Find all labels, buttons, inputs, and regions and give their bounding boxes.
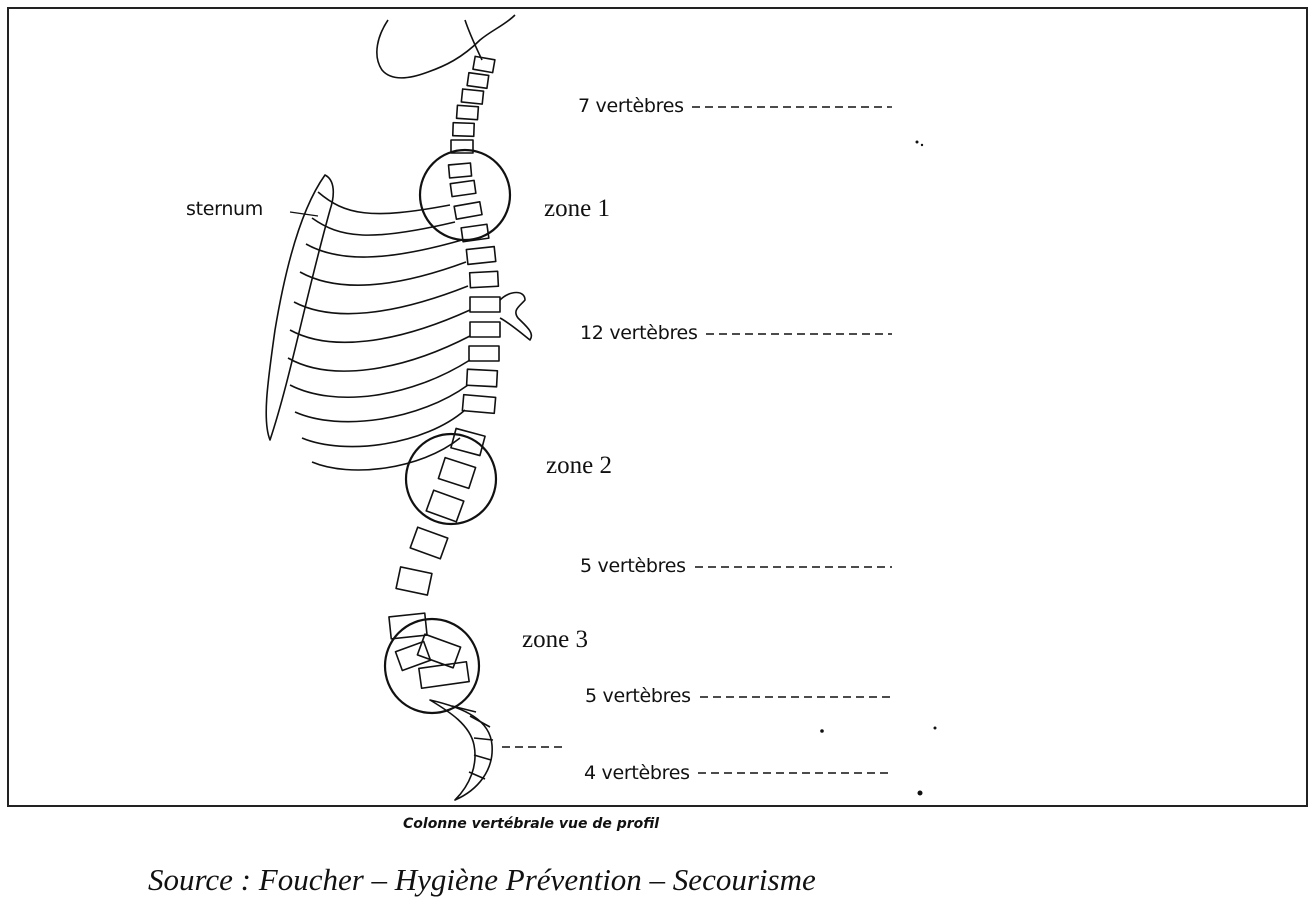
lumbar-vertebrae — [396, 428, 485, 595]
coccyx — [430, 700, 493, 800]
figure-caption: Colonne vertébrale vue de profil — [403, 816, 659, 832]
sternum-bone — [266, 175, 333, 440]
sternum-label: sternum — [186, 198, 263, 220]
skull-outline — [377, 15, 515, 78]
zone2-label: zone 2 — [546, 452, 612, 480]
sacrum — [389, 613, 469, 688]
zone3-label: zone 3 — [522, 626, 588, 654]
sacral-count-label: 5 vertèbres — [585, 685, 691, 707]
cervical-vertebrae — [451, 56, 495, 153]
lumbar-count-label: 5 vertèbres — [580, 555, 686, 577]
zone1-label: zone 1 — [544, 195, 610, 223]
thoracic-count-label: 12 vertèbres — [580, 322, 698, 344]
coccyx-count-label: 4 vertèbres — [584, 762, 690, 784]
thoracic-vertebrae — [449, 163, 500, 413]
transverse-process — [500, 293, 531, 341]
source-citation: Source : Foucher – Hygiène Prévention – … — [148, 862, 816, 898]
cervical-count-label: 7 vertèbres — [578, 95, 684, 117]
